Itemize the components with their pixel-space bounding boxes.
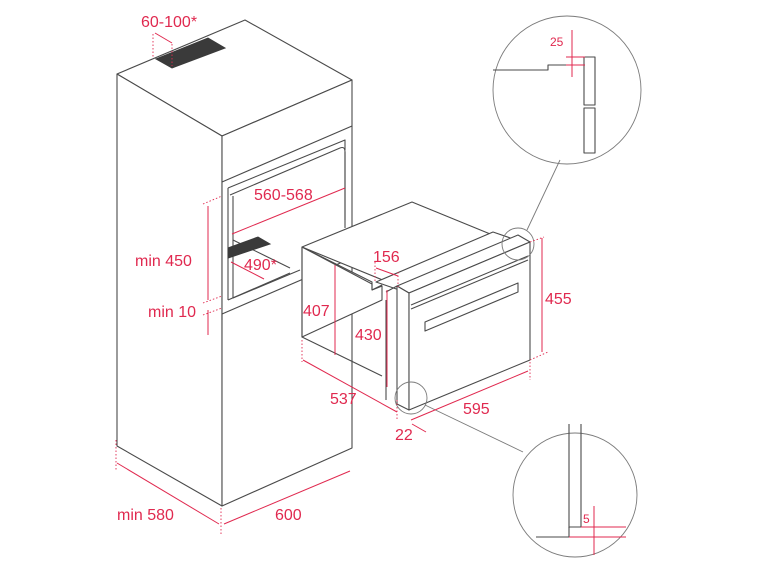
dim-step-depth-label: 156 (373, 249, 400, 266)
dim-oven-width-label: 595 (463, 401, 490, 418)
top-detail-dimension: 25 (550, 30, 585, 77)
top-vent (154, 37, 227, 69)
bottom-vent (227, 236, 272, 259)
dim-front-inner-label: 430 (355, 327, 382, 344)
cabinet (116, 19, 353, 507)
bottom-detail-circle (512, 432, 638, 558)
bottom-detail-dimension: 5 (569, 506, 626, 555)
dim-front-thickness-label: 22 (395, 427, 413, 444)
dim-bottom-vent-label: 490* (244, 257, 277, 274)
detail-25-label: 25 (550, 35, 564, 49)
dimensions: 60-100* 560-568 490* min 450 min 10 407 … (115, 14, 572, 535)
dim-cabinet-width-label: 600 (275, 507, 302, 524)
dim-bottom-gap-label: min 10 (148, 304, 196, 321)
top-detail-marker (501, 227, 535, 261)
dim-oven-depth-label: 537 (330, 391, 357, 408)
oven (301, 201, 531, 411)
cabinet-front-face (221, 79, 353, 507)
detail-5-label: 5 (583, 512, 590, 526)
dim-body-height-label: 407 (303, 303, 330, 320)
dim-niche-height-label: min 450 (135, 253, 192, 270)
oven-front-side (396, 285, 410, 411)
top-detail-circle (492, 15, 642, 165)
bottom-detail-marker (394, 381, 428, 415)
dim-niche-width-label: 560-568 (254, 187, 313, 204)
dim-top-vent-label: 60-100* (141, 14, 197, 31)
oven-display (424, 282, 519, 332)
cabinet-left-face (116, 73, 223, 507)
dim-front-height-label: 455 (545, 291, 572, 308)
dim-cabinet-depth-label: min 580 (117, 507, 174, 524)
detail-callouts: 25 5 (394, 15, 642, 558)
